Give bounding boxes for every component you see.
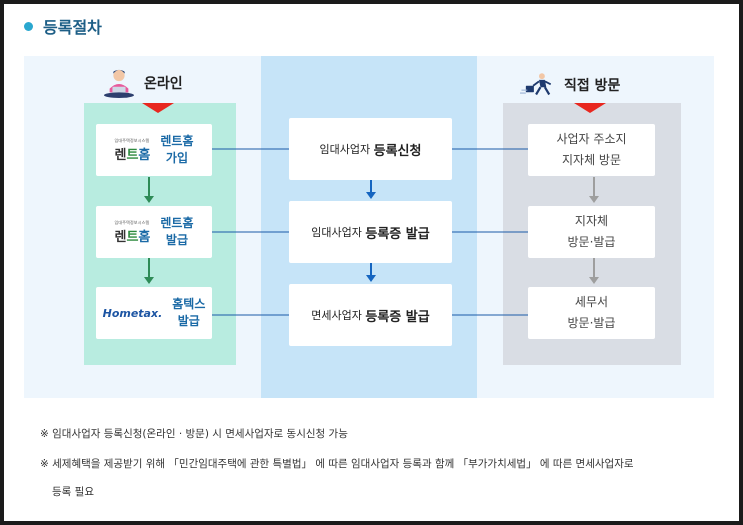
visit-step-local-government: 사업자 주소지 지자체 방문: [528, 124, 655, 176]
page-title: 등록절차: [43, 18, 102, 37]
center-step-registration-issue: 임대사업자 등록증 발급: [289, 201, 452, 263]
renthome-logo-icon: 임대주택정보시스템 렌트홈: [114, 219, 151, 245]
visit-pointer-icon: [574, 103, 606, 113]
visit-step-local-issue: 지자체 방문·발급: [528, 206, 655, 258]
running-businessman-icon: [520, 73, 552, 96]
note-simultaneous-application: ※ 임대사업자 등록신청(온라인 · 방문) 시 면세사업자로 동시신청 가능: [40, 428, 348, 440]
online-step-label: 홈텍스 발급: [172, 297, 206, 328]
online-step-label: 렌트홈 발급: [160, 216, 194, 247]
online-pointer-icon: [142, 103, 174, 113]
online-step-label: 렌트홈 가입: [160, 134, 194, 165]
section-title: 등록절차: [24, 14, 102, 38]
laptop-person-icon: [104, 69, 134, 98]
online-heading-label: 온라인: [144, 76, 183, 92]
center-step-taxfree-issue: 면세사업자 등록증 발급: [289, 284, 452, 346]
center-step-registration-request: 임대사업자 등록신청: [289, 118, 452, 180]
hometax-logo-icon: Hometax.: [102, 306, 163, 320]
green-arrows: [144, 177, 154, 284]
renthome-logo-icon: 임대주택정보시스템 렌트홈: [114, 137, 151, 163]
visit-step-tax-office-issue: 세무서 방문·발급: [528, 287, 655, 339]
online-step-hometax-issue: Hometax. 홈텍스 발급: [96, 287, 212, 339]
online-step-renthome-join: 임대주택정보시스템 렌트홈 렌트홈 가입: [96, 124, 212, 176]
visit-heading-label: 직접 방문: [564, 78, 621, 94]
note-registration-required: 등록 필요: [52, 486, 94, 498]
online-step-renthome-issue: 임대주택정보시스템 렌트홈 렌트홈 발급: [96, 206, 212, 258]
visit-heading: 직접 방문: [520, 70, 620, 100]
gray-arrows: [589, 177, 599, 284]
online-heading: 온라인: [100, 68, 183, 98]
bullet-dot-icon: [24, 21, 33, 31]
note-tax-benefit: ※ 세제혜택을 제공받기 위해 「민간임대주택에 관한 특별법」 에 따른 임대…: [40, 458, 634, 470]
blue-arrows: [366, 180, 376, 282]
